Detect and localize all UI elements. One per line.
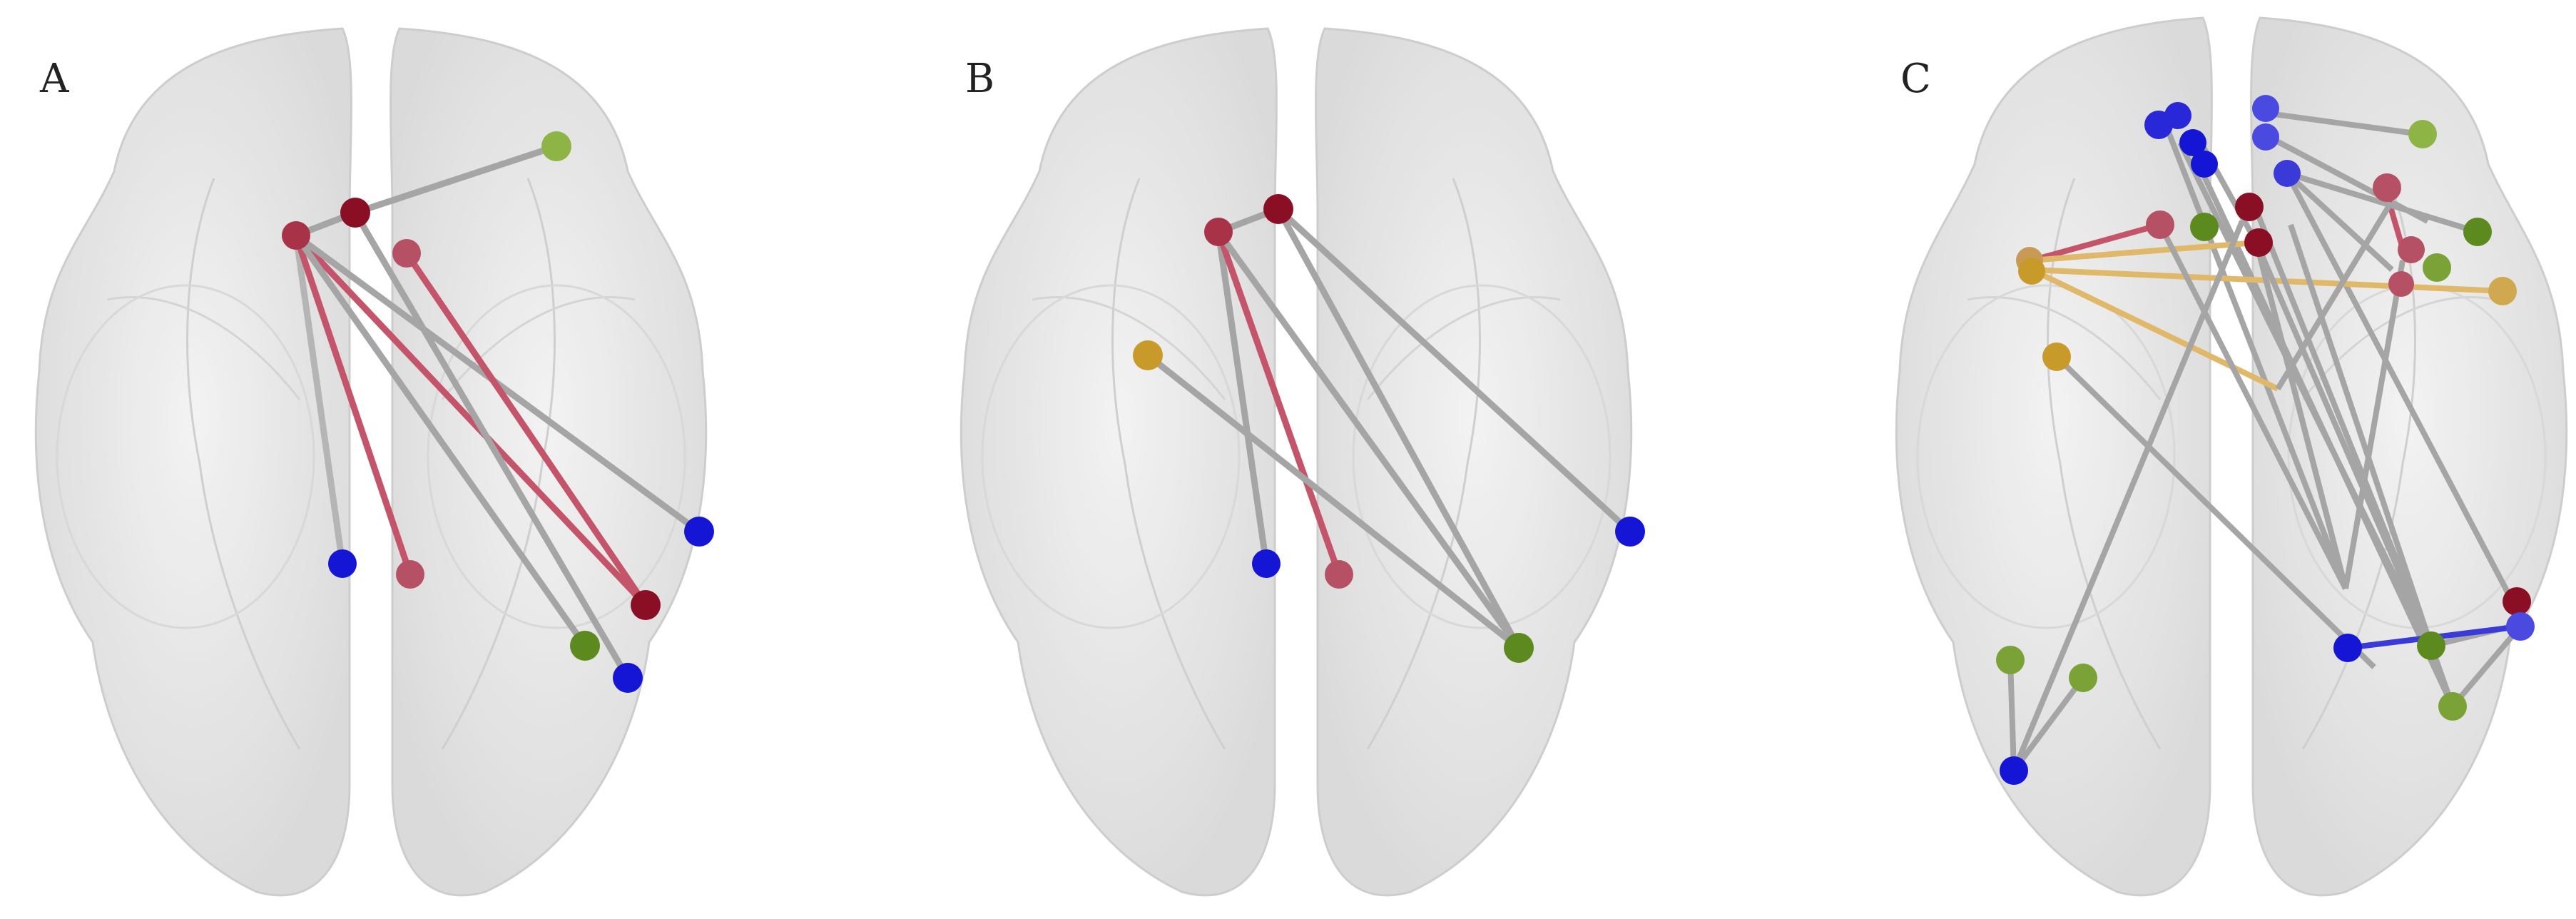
node <box>570 631 600 661</box>
edge <box>2030 222 2162 263</box>
node <box>2503 587 2531 616</box>
edge <box>2157 223 2348 590</box>
edge <box>1276 206 1633 534</box>
node <box>1263 194 1293 224</box>
edge <box>2195 161 2455 708</box>
node <box>2506 612 2535 641</box>
edge <box>1215 230 1343 576</box>
brain-network-a <box>34 27 714 897</box>
node <box>328 549 357 578</box>
node <box>2274 160 2301 187</box>
node <box>282 221 310 250</box>
edge <box>354 143 558 216</box>
node <box>1204 218 1233 246</box>
edge <box>2031 240 2257 263</box>
panel-label-b: B <box>965 56 995 102</box>
node <box>631 590 661 620</box>
edge <box>2286 171 2479 235</box>
nodes-c <box>1996 95 2535 785</box>
edge <box>404 251 648 607</box>
nodes-a <box>282 131 714 693</box>
node <box>2333 634 2362 662</box>
edges-a <box>292 143 701 680</box>
edge <box>2163 123 2348 590</box>
node <box>2488 277 2517 305</box>
node <box>396 560 424 589</box>
edge <box>2450 624 2523 709</box>
edges-c <box>2007 110 2523 773</box>
node <box>2408 120 2437 148</box>
brain-outline <box>959 27 1633 897</box>
edge <box>293 233 648 608</box>
node <box>684 517 714 547</box>
node <box>2252 123 2279 151</box>
node <box>1325 560 1353 589</box>
node <box>2146 210 2174 239</box>
edge <box>1146 352 1521 651</box>
panel-b: B <box>925 0 1783 919</box>
node <box>340 198 370 228</box>
edge <box>293 233 588 648</box>
node <box>2235 193 2264 221</box>
edge <box>2254 242 2348 589</box>
node <box>1504 633 1534 663</box>
edge <box>1215 231 1270 564</box>
node <box>2438 692 2467 721</box>
edge <box>292 235 346 564</box>
edge <box>2288 223 2434 647</box>
edge <box>2263 110 2421 137</box>
node <box>2191 151 2218 178</box>
node <box>2423 253 2451 282</box>
edge <box>352 210 631 680</box>
node <box>1252 549 1281 578</box>
node <box>2190 213 2219 241</box>
node <box>2398 236 2425 263</box>
panel-a: A <box>0 0 858 919</box>
edge <box>2285 171 2394 272</box>
edge <box>1276 207 1522 650</box>
node <box>2018 258 2045 285</box>
nodes-b <box>1133 194 1645 663</box>
brain-network-c <box>1895 16 2568 897</box>
node <box>2252 95 2279 122</box>
node <box>1996 646 2025 674</box>
brain-outline <box>1895 16 2568 897</box>
edge <box>2254 241 2434 647</box>
node <box>2388 271 2414 297</box>
edge <box>2275 205 2391 391</box>
node <box>613 663 643 693</box>
node <box>2179 129 2206 156</box>
node <box>392 239 421 268</box>
node <box>1615 517 1645 547</box>
panel-label-c: C <box>1900 56 1931 102</box>
node <box>1133 340 1163 370</box>
edge <box>2007 659 2017 771</box>
node <box>2000 756 2028 785</box>
edge <box>2011 676 2086 773</box>
edge <box>2055 355 2376 669</box>
node <box>2164 102 2191 129</box>
node <box>2069 664 2097 692</box>
brain-network-b <box>959 27 1645 897</box>
node <box>541 131 571 161</box>
node <box>2244 228 2273 257</box>
edge <box>2343 260 2406 589</box>
edge <box>1216 230 1522 650</box>
node <box>2417 631 2445 660</box>
edge <box>2284 172 2516 604</box>
edges-b <box>1146 205 1633 651</box>
panel-c: C <box>1860 0 2576 919</box>
panel-label-a: A <box>40 56 69 102</box>
node <box>2373 173 2401 202</box>
edge <box>292 234 414 576</box>
node <box>2463 218 2492 246</box>
node <box>2042 342 2071 371</box>
